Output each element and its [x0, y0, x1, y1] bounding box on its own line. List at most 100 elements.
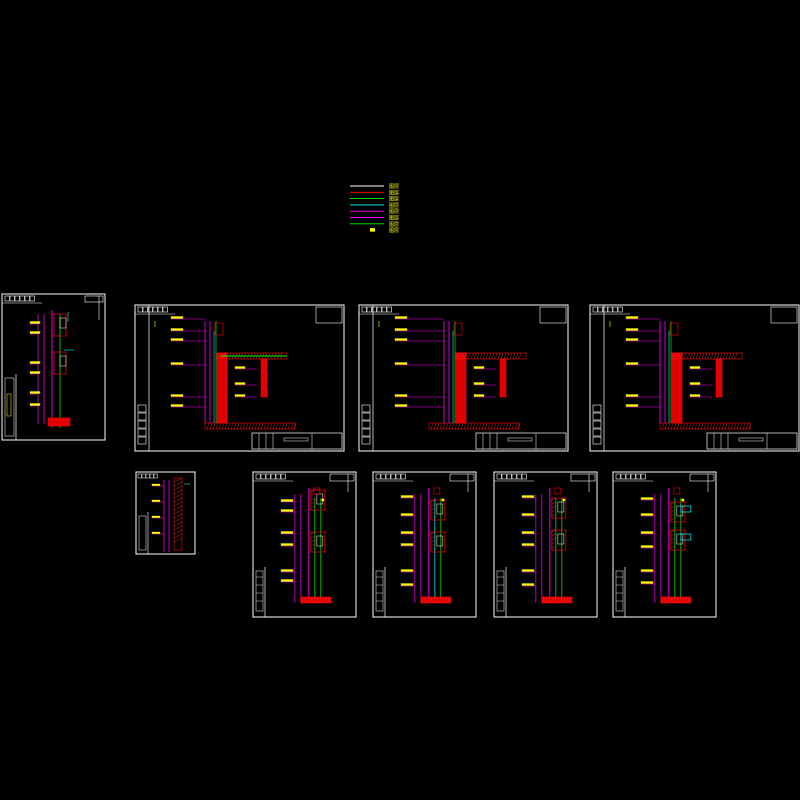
title-box [617, 306, 623, 313]
hatch [490, 422, 494, 430]
title-box [137, 306, 143, 313]
hatch [745, 422, 749, 430]
label-text [170, 394, 184, 397]
label-text [394, 362, 408, 365]
hatch [245, 422, 249, 430]
label-text [689, 366, 701, 369]
label-text [170, 316, 184, 319]
marker [681, 498, 685, 502]
label-text [280, 499, 294, 502]
hatch [706, 422, 710, 430]
label-text [29, 371, 41, 374]
top-detail [433, 487, 441, 495]
hatch [300, 596, 304, 604]
hatch [716, 352, 720, 360]
title-box [592, 306, 598, 313]
legend-label: 图层 [389, 222, 399, 228]
hatch [715, 422, 719, 430]
title-box [615, 473, 621, 480]
label-text [151, 483, 161, 486]
strip-box [137, 428, 147, 437]
strip-text [255, 570, 264, 612]
hatch [315, 596, 319, 604]
hatch [420, 596, 424, 604]
sheet-border [135, 471, 196, 555]
sheet-portrait [612, 471, 717, 618]
hatch [470, 352, 474, 360]
sheet-portrait [372, 471, 477, 618]
hatch [248, 422, 252, 430]
hatch [436, 422, 440, 430]
hatch [430, 499, 435, 503]
hatch [429, 596, 433, 604]
hatch [700, 422, 704, 430]
hatch [303, 596, 307, 604]
hatch [670, 545, 675, 549]
title-box [265, 473, 271, 480]
hatch [682, 422, 686, 430]
title-box [640, 473, 646, 480]
sheet-portrait [493, 471, 598, 618]
label-text [640, 513, 654, 516]
hatch [218, 422, 222, 430]
hatch [502, 422, 506, 430]
hatch [551, 537, 556, 541]
title-box [376, 306, 382, 313]
label-text [29, 331, 41, 334]
hatch [544, 596, 548, 604]
label-text [640, 569, 654, 572]
hatch [661, 422, 665, 430]
title-box [381, 306, 387, 313]
hatch [719, 352, 723, 360]
hatch [670, 533, 675, 537]
title-box [496, 473, 502, 480]
label-text [400, 513, 414, 516]
legend-label: 图层 [389, 190, 399, 196]
label-text [394, 404, 408, 407]
hatch [748, 422, 752, 430]
hatch [236, 422, 240, 430]
title-text-box [507, 437, 533, 442]
hatch [733, 422, 737, 430]
label-text [521, 531, 535, 534]
hatch [242, 422, 246, 430]
hatch [310, 543, 315, 547]
hatch [565, 596, 569, 604]
title-box [390, 473, 396, 480]
sheet-border [372, 471, 477, 618]
label-text [170, 338, 184, 341]
label-text [521, 569, 535, 572]
title-box [516, 473, 522, 480]
hatch [482, 352, 486, 360]
title-box [24, 295, 30, 302]
strip-box [361, 412, 371, 421]
hatch [680, 352, 684, 360]
hatch [441, 596, 445, 604]
hatch [451, 422, 455, 430]
hatch [478, 422, 482, 430]
label-text [280, 579, 294, 582]
hatch [481, 422, 485, 430]
hatch [488, 352, 492, 360]
legend-label: 图层 [389, 184, 399, 190]
hatch [484, 422, 488, 430]
hatch [670, 541, 675, 545]
hatch [675, 596, 679, 604]
top-detail [554, 487, 562, 495]
title-box [361, 306, 367, 313]
hatch [736, 422, 740, 430]
sheet-portrait [1, 293, 106, 441]
hatch [173, 509, 183, 515]
label-text [151, 499, 161, 502]
label-text [625, 404, 639, 407]
title-box [625, 473, 631, 480]
sheet-border [612, 471, 717, 618]
label-text [170, 404, 184, 407]
title-block [706, 432, 798, 450]
hatch [430, 515, 435, 519]
base-block [47, 417, 71, 427]
strip-text [615, 570, 624, 612]
hatch [310, 501, 315, 505]
hatch [312, 596, 316, 604]
hatch [435, 596, 439, 604]
